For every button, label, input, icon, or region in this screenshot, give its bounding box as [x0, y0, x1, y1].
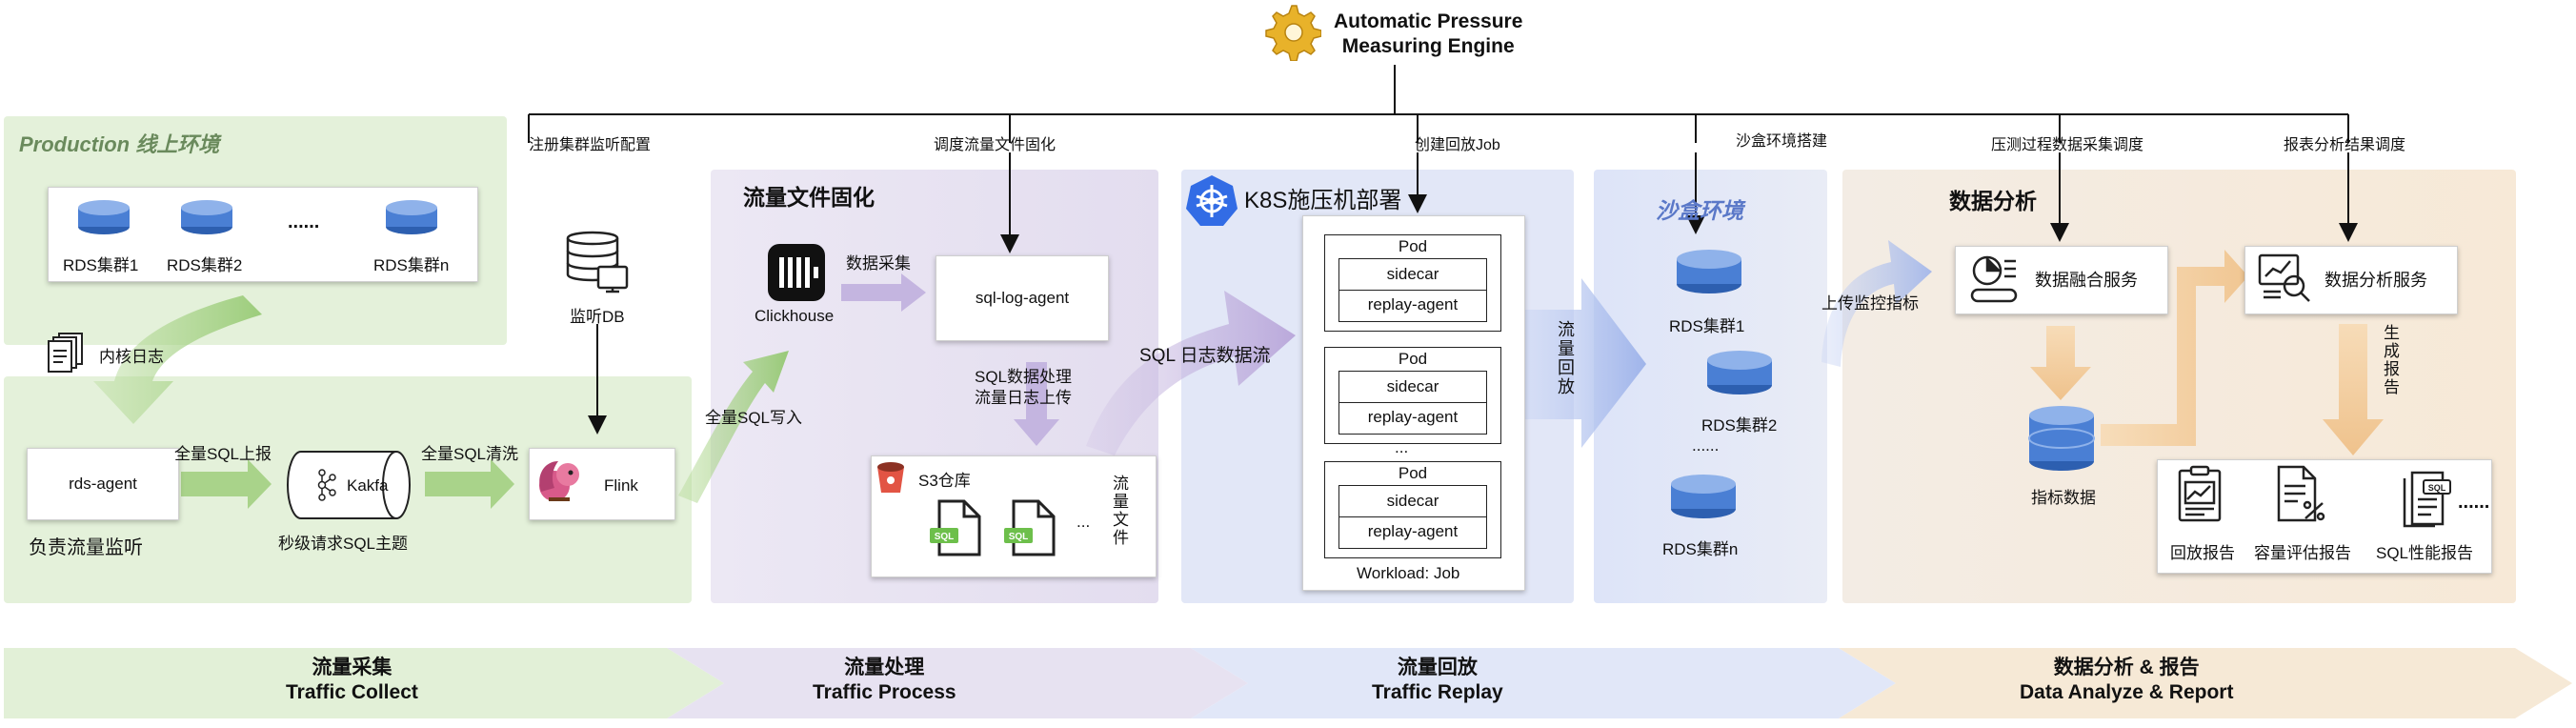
sidecar-label: sidecar	[1386, 377, 1439, 395]
report-dots: ......	[2458, 492, 2490, 513]
pod-dots: ...	[1395, 438, 1409, 456]
kafka-topic-label: 秒级请求SQL主题	[278, 535, 409, 553]
capacity-report-label: 容量评估报告	[2254, 544, 2351, 562]
replay-agent-box: replay-agent	[1338, 401, 1487, 435]
kafka-label: Kakfa	[347, 476, 389, 495]
replay-agent-box: replay-agent	[1338, 516, 1487, 549]
pod: Pod sidecar replay-agent	[1324, 234, 1501, 332]
pod: Pod sidecar replay-agent	[1324, 461, 1501, 558]
k8s-title: K8S施压机部署	[1244, 188, 1402, 213]
sandbox-rds2-label: RDS集群2	[1701, 416, 1778, 435]
sql-log-agent-box: sql-log-agent	[936, 255, 1109, 341]
s3-label: S3仓库	[918, 472, 971, 490]
sandbox-setup-label: 沙盒环境搭建	[1736, 133, 1828, 150]
replay-agent-box: replay-agent	[1338, 289, 1487, 322]
rds-agent-box: rds-agent	[27, 448, 179, 520]
full-sql-report-label: 全量SQL上报	[174, 445, 272, 463]
sidecar-box: sidecar	[1338, 485, 1487, 517]
monitor-db-label: 监听DB	[570, 308, 625, 326]
pod-label: Pod	[1398, 350, 1428, 368]
sidecar-label: sidecar	[1386, 492, 1439, 510]
clickhouse-label: Clickhouse	[755, 307, 835, 325]
gear-icon	[1262, 2, 1321, 61]
rds-label: RDS集群n	[373, 256, 450, 274]
workload-label: Workload: Job	[1357, 564, 1460, 582]
kernel-log-label: 内核日志	[99, 348, 164, 366]
pod: Pod sidecar replay-agent	[1324, 347, 1501, 444]
sql-badge-text: SQL	[935, 532, 955, 542]
collect-schedule-label: 压测过程数据采集调度	[1991, 137, 2144, 153]
production-title: Production 线上环境	[19, 132, 220, 156]
analysis-service-label: 数据分析服务	[2324, 271, 2427, 290]
sandbox-title: 沙盒环境	[1656, 198, 1743, 223]
rds-label: RDS集群2	[167, 256, 243, 274]
sidecar-label: sidecar	[1386, 265, 1439, 283]
replay-report-label: 回放报告	[2170, 544, 2235, 562]
replay-agent-label: replay-agent	[1367, 522, 1459, 540]
traffic-file-label: 流量文件	[1110, 475, 1128, 547]
report-schedule-label: 报表分析结果调度	[2284, 137, 2406, 153]
sql-stream-label: SQL 日志数据流	[1139, 346, 1271, 366]
rds-ellipsis: ......	[288, 212, 320, 233]
full-sql-clean-label: 全量SQL清洗	[421, 445, 519, 463]
sandbox-rds1-label: RDS集群1	[1669, 317, 1745, 335]
fusion-service-label: 数据融合服务	[2035, 271, 2138, 290]
data-collect-label: 数据采集	[846, 254, 911, 273]
replay-agent-label: replay-agent	[1367, 295, 1459, 313]
flink-label: Flink	[604, 476, 638, 495]
sandbox-dots: ......	[1692, 436, 1720, 455]
metrics-label: 指标数据	[2031, 489, 2096, 507]
analysis-service-box	[2244, 246, 2458, 314]
replay-arrow-label: 流量回放	[1556, 320, 1575, 396]
engine-title: Automatic Pressure Measuring Engine	[1334, 10, 1523, 57]
listen-label: 负责流量监听	[29, 537, 143, 558]
rds-label: RDS集群1	[63, 256, 139, 274]
pod-label: Pod	[1398, 237, 1428, 255]
sql-log-agent-label: sql-log-agent	[975, 289, 1070, 307]
s3-ellipsis: ...	[1077, 513, 1091, 531]
sql-report-badge: SQL	[2428, 483, 2446, 493]
upload-monitor-label: 上传监控指标	[1821, 294, 1919, 313]
pod-label: Pod	[1398, 464, 1428, 482]
sql-perf-report-label: SQL性能报告	[2376, 544, 2474, 562]
sandbox-rdsn-label: RDS集群n	[1662, 540, 1739, 558]
sidecar-box: sidecar	[1338, 371, 1487, 403]
register-label: 注册集群监听配置	[529, 137, 652, 153]
schedule-file-label: 调度流量文件固化	[934, 137, 1057, 153]
process-title: 流量文件固化	[743, 185, 875, 210]
gen-report-label: 生成报告	[2381, 324, 2399, 396]
full-sql-write-label: 全量SQL写入	[705, 409, 803, 427]
rds-agent-label: rds-agent	[69, 475, 137, 493]
sql-badge-text: SQL	[1009, 532, 1029, 542]
analysis-title: 数据分析	[1949, 189, 2037, 213]
replay-agent-label: replay-agent	[1367, 408, 1459, 426]
sidecar-box: sidecar	[1338, 258, 1487, 291]
create-job-label: 创建回放Job	[1415, 137, 1500, 153]
sql-process-label: SQL数据处理 流量日志上传	[975, 368, 1073, 407]
